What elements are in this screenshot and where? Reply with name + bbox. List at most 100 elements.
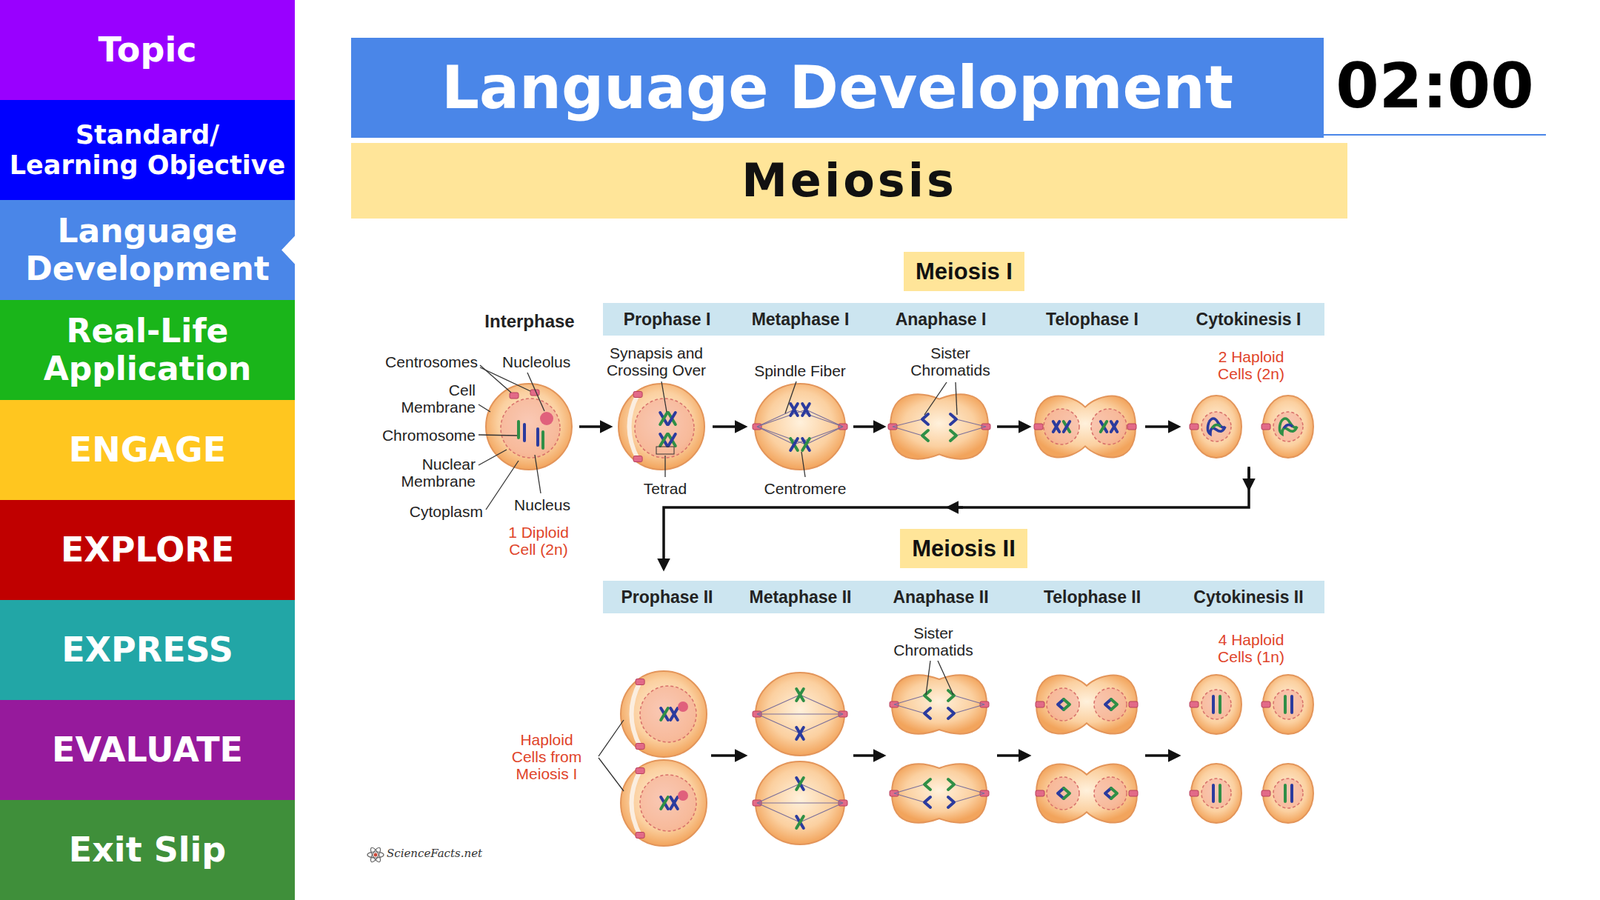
chromatid — [1211, 785, 1215, 802]
meiosis-drawing — [367, 365, 1314, 864]
spindle-fiber — [800, 783, 843, 803]
chromosome-arm — [660, 708, 669, 720]
step-arrow — [997, 425, 1029, 429]
centrosome — [1189, 701, 1199, 708]
leader-line — [478, 404, 491, 412]
step-arrow — [1145, 754, 1179, 758]
chromosome-arm — [660, 797, 669, 809]
leader-line — [480, 367, 531, 392]
cell-body — [755, 672, 845, 756]
cell-count-label: 1 Diploid Cell (2n) — [494, 523, 583, 558]
dividing-cell-body — [891, 763, 987, 823]
chromosome-arm — [660, 797, 669, 809]
nucleus — [1273, 411, 1303, 442]
centrosome — [1189, 423, 1199, 430]
chromatid — [1063, 699, 1070, 710]
cell-body — [620, 760, 707, 846]
step-arrow — [997, 754, 1029, 758]
chromosome-arm — [670, 708, 678, 720]
spindle-fiber — [757, 409, 806, 427]
spindle-fiber — [757, 783, 800, 803]
nucleus — [634, 398, 695, 458]
chromatid — [1211, 696, 1215, 713]
chromatin — [1211, 424, 1221, 429]
phase-header: Metaphase I — [731, 302, 870, 336]
chromatid — [1290, 696, 1294, 713]
centrosome — [633, 456, 643, 463]
chromatid — [948, 797, 955, 808]
chromatid — [1057, 788, 1064, 799]
node-text: Standard/ Learning Objective — [7, 120, 288, 180]
chromosome-arm — [802, 438, 810, 451]
tetrad-bracket — [656, 446, 675, 455]
node-text: Language Development — [441, 54, 1234, 123]
chromatid — [1111, 699, 1118, 710]
step-arrow — [853, 754, 884, 758]
nucleus — [1046, 688, 1080, 721]
node-text: ENGAGE — [68, 430, 226, 470]
leader-line — [664, 455, 666, 478]
node-text: 02:00 — [1335, 50, 1534, 123]
nav-tab: EXPLORE — [0, 500, 295, 600]
chromatid — [948, 708, 955, 719]
chromatid — [522, 424, 526, 441]
chromosome-arm — [796, 816, 804, 829]
chromatid — [1105, 788, 1112, 799]
chromatid — [536, 428, 540, 446]
nucleus — [1273, 778, 1303, 809]
spindle-fiber — [757, 713, 843, 715]
part-label: Centrosomes — [355, 353, 478, 371]
chromatid — [1290, 785, 1294, 802]
cell-count-label: 4 Haploid Cells (1n) — [1202, 631, 1300, 666]
spindle-fiber — [956, 426, 986, 436]
leader-line — [598, 720, 624, 757]
chromosome-arm — [1053, 421, 1060, 432]
chromosome-arm — [670, 797, 678, 809]
chromosome-arm — [802, 403, 810, 416]
chromosome-arm — [796, 777, 804, 790]
dividing-cell-body — [1036, 674, 1138, 734]
spindle-fiber — [757, 714, 800, 734]
chromosome-arm — [796, 727, 804, 740]
node-text: Topic — [98, 30, 198, 70]
leader-line — [527, 372, 545, 412]
phase-header: Anaphase II — [869, 580, 1012, 614]
nav-tab: Exit Slip — [0, 800, 295, 900]
nucleus — [1094, 688, 1127, 721]
centrosome — [633, 391, 643, 398]
chromosome-arm — [796, 727, 804, 740]
node-text: Cytokinesis II — [1193, 587, 1303, 607]
node-text: EVALUATE — [51, 730, 243, 770]
nucleus — [1046, 777, 1080, 810]
chromosome-arm — [670, 708, 678, 720]
spindle-fiber — [757, 802, 843, 803]
chromosome-arm — [802, 403, 810, 416]
part-label: Sister Chromatids — [885, 624, 982, 659]
part-label: Cytoplasm — [379, 502, 483, 520]
phase-header: Anaphase I — [869, 302, 1012, 336]
centrosome — [635, 679, 645, 686]
node-text: Anaphase I — [895, 309, 987, 329]
chromosome-arm — [796, 816, 804, 829]
chromosome-arm — [660, 434, 668, 446]
chromatid — [950, 414, 957, 425]
nucleolus — [540, 411, 554, 426]
spindle-fiber — [956, 419, 986, 427]
cell-source-label: Haploid Cells from Meiosis I — [502, 731, 592, 783]
chromosome-arm — [660, 412, 668, 425]
nav-tab: ENGAGE — [0, 400, 295, 500]
leader-line — [661, 381, 667, 412]
step-arrow — [948, 505, 963, 509]
node-text: Cytokinesis I — [1196, 309, 1302, 329]
node-text: Meiosis — [741, 154, 958, 207]
chromosome-arm — [668, 434, 676, 446]
centrosome — [1261, 423, 1271, 430]
chromatin — [1279, 418, 1298, 435]
chromosome-arm — [1063, 421, 1070, 432]
spindle-fiber — [757, 426, 806, 445]
spindle-fiber — [800, 802, 843, 823]
node-text: EXPLORE — [60, 530, 235, 570]
spindle-fiber — [954, 704, 985, 714]
part-label: Sister Chromatids — [902, 344, 999, 379]
